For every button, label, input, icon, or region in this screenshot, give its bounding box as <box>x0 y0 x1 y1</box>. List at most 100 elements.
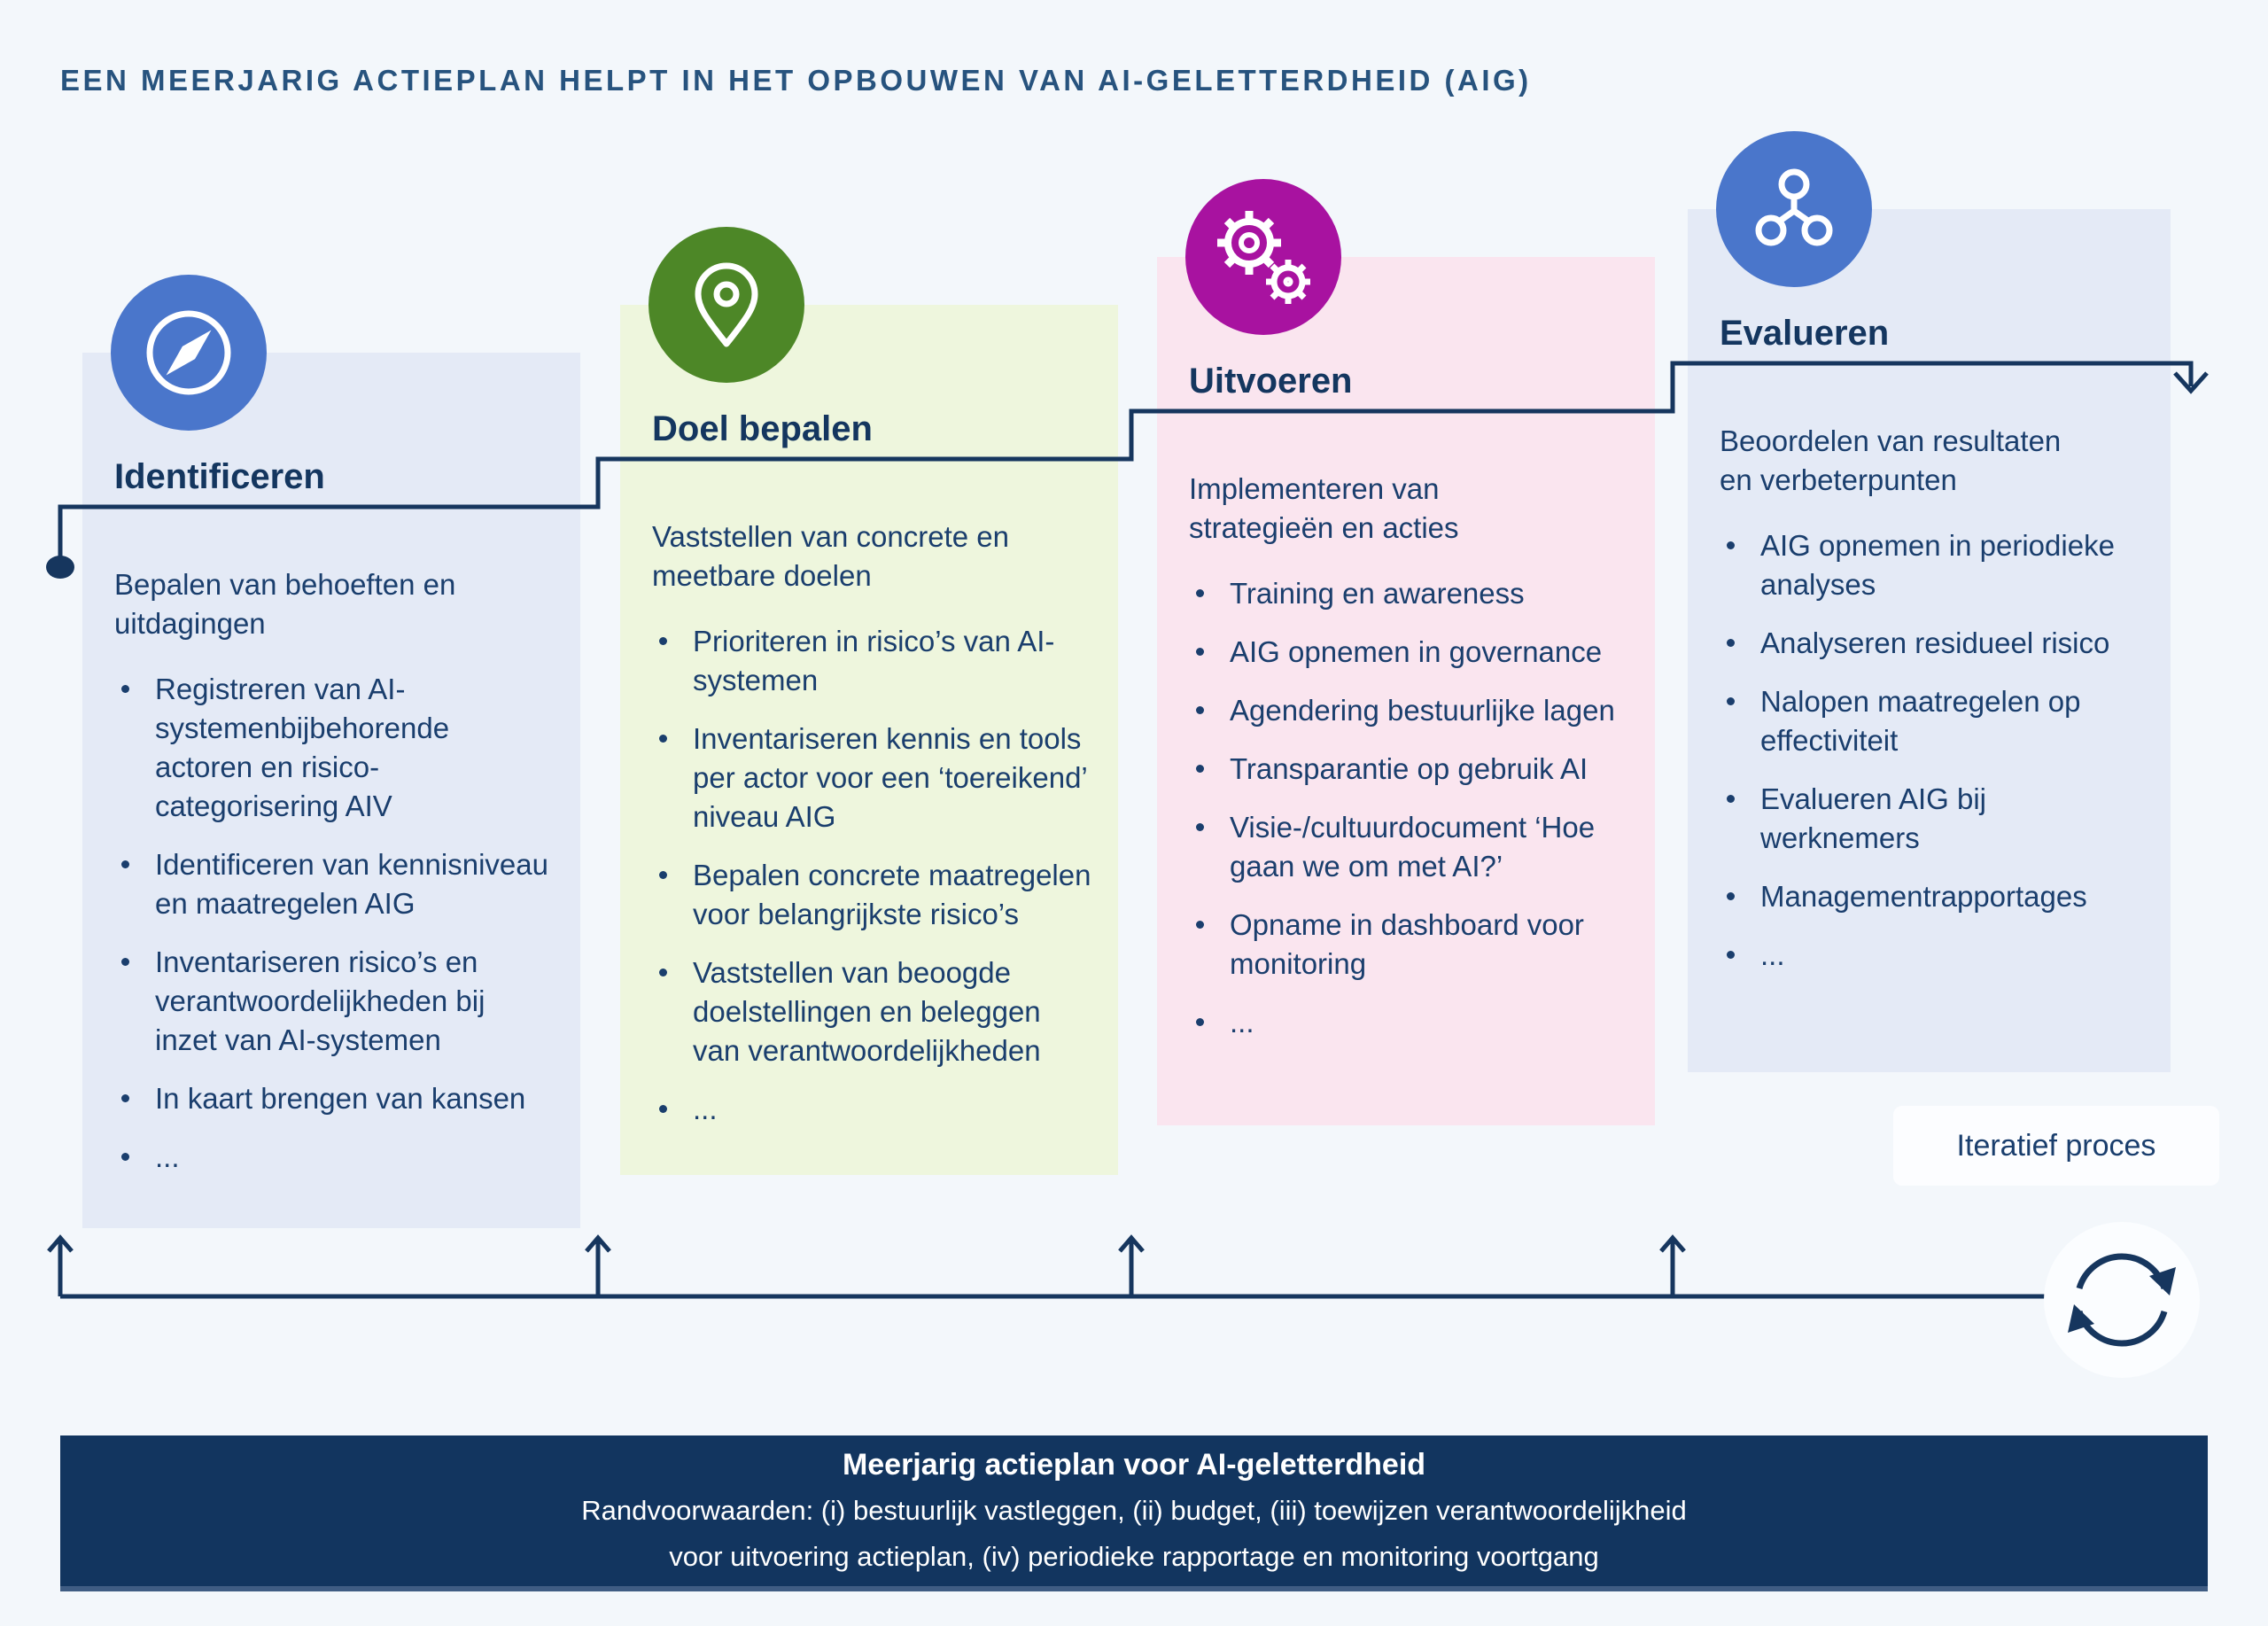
bullet-item: Inventariseren kennis en tools per actor… <box>652 720 1091 836</box>
phase-title: Identificeren <box>114 457 325 496</box>
phase-panel-uitvoeren: Uitvoeren Implementeren van strategieën … <box>1157 179 1655 1125</box>
phase-title: Evalueren <box>1720 314 1890 353</box>
phase-intro: Vaststellen van concrete en meetbare doe… <box>652 520 1009 592</box>
phase-intro: Beoordelen van resultaten en verbeterpun… <box>1720 424 2062 496</box>
bullet-text: Visie-/cultuurdocument ‘Hoe gaan we om m… <box>1230 811 1596 883</box>
phase-icon-circle <box>649 227 804 383</box>
bullet-dot <box>1196 589 1204 597</box>
bullet-dot <box>1196 921 1204 929</box>
bullet-dot <box>121 958 129 966</box>
bullet-text: Agendering bestuurlijke lagen <box>1230 694 1615 727</box>
bullet-text: AIG opnemen in governance <box>1230 635 1603 668</box>
bullet-dot <box>121 860 129 868</box>
bullet-dot <box>659 969 667 976</box>
bullet-item: ... <box>114 1138 554 1177</box>
bullet-text: Inventariseren kennis en tools per actor… <box>693 722 1087 833</box>
phase-bullets: Registreren van AI-systemenbijbehorende … <box>114 670 554 1177</box>
bullet-text: Prioriteren in risico’s van AI-systemen <box>693 625 1055 696</box>
bullet-text: Managementrapportages <box>1760 880 2087 913</box>
phase-panel-evalueren: Evalueren Beoordelen van resultaten en v… <box>1688 131 2171 1072</box>
banner-line-2: Randvoorwaarden: (i) bestuurlijk vastleg… <box>581 1495 1687 1526</box>
bullet-item: Transparantie op gebruik AI <box>1189 750 1628 789</box>
iterative-process-label: Iteratief proces <box>1956 1128 2156 1163</box>
connector-start-dot <box>46 556 74 579</box>
bullet-dot <box>1727 697 1735 705</box>
phase-panel-doel-bepalen: Doel bepalen Vaststellen van concrete en… <box>620 227 1118 1175</box>
bullet-item: Agendering bestuurlijke lagen <box>1189 691 1628 730</box>
bullet-dot <box>121 1153 129 1161</box>
bullet-dot <box>1196 706 1204 714</box>
bullet-dot <box>1727 795 1735 803</box>
bullet-dot <box>121 685 129 693</box>
bullet-item: AIG opnemen in governance <box>1189 633 1628 672</box>
bullet-item: Analyseren residueel risico <box>1720 624 2144 663</box>
bullet-text: Identificeren van kennisniveau en maatre… <box>155 848 548 920</box>
gears-icon <box>1217 211 1310 304</box>
bullet-dot <box>659 1105 667 1113</box>
bullet-item: AIG opnemen in periodieke analyses <box>1720 526 2144 604</box>
bullet-dot <box>659 735 667 743</box>
bullet-text: In kaart brengen van kansen <box>155 1082 526 1115</box>
bullet-dot <box>1727 951 1735 959</box>
bullet-item: In kaart brengen van kansen <box>114 1079 554 1118</box>
bullet-item: ... <box>1189 1003 1628 1042</box>
bullet-text: Transparantie op gebruik AI <box>1230 752 1588 785</box>
bullet-dot <box>1727 892 1735 900</box>
map-pin-icon <box>695 262 758 347</box>
bullet-text: ... <box>1230 1006 1254 1039</box>
phase-intro: Implementeren van strategieën en acties <box>1189 472 1459 544</box>
bullet-item: Prioriteren in risico’s van AI-systemen <box>652 622 1091 700</box>
bullet-item: Training en awareness <box>1189 574 1628 613</box>
iterative-process-label-box: Iteratief proces <box>1893 1106 2219 1186</box>
bullet-text: Vaststellen van beoogde doelstellingen e… <box>693 956 1041 1067</box>
bullet-item: ... <box>652 1090 1091 1129</box>
bullet-text: ... <box>1760 938 1785 971</box>
iterative-cycle-icon <box>2044 1222 2200 1378</box>
bullet-text: Nalopen maatregelen op effectiviteit <box>1760 685 2081 757</box>
bullet-dot <box>1727 541 1735 549</box>
bullet-item: ... <box>1720 936 2144 975</box>
phase-title: Uitvoeren <box>1189 362 1353 401</box>
page-title: EEN MEERJARIG ACTIEPLAN HELPT IN HET OPB… <box>60 64 1532 97</box>
bullet-text: ... <box>693 1093 718 1125</box>
bullet-text: ... <box>155 1140 180 1173</box>
bullet-item: Opname in dashboard voor monitoring <box>1189 906 1628 984</box>
bullet-dot <box>1727 639 1735 647</box>
bullet-dot <box>1196 648 1204 656</box>
bullet-item: Visie-/cultuurdocument ‘Hoe gaan we om m… <box>1189 808 1628 886</box>
phase-title: Doel bepalen <box>652 409 873 448</box>
bullet-dot <box>659 871 667 879</box>
compass-icon <box>146 310 231 395</box>
bullet-item: Inventariseren risico’s en verantwoordel… <box>114 943 554 1060</box>
phase-panel-identificeren: Identificeren Bepalen van behoeften en u… <box>82 275 580 1228</box>
phase-icon-circle <box>1185 179 1341 335</box>
bullet-item: Managementrapportages <box>1720 877 2144 916</box>
up-arrow-4 <box>1659 1234 1686 1296</box>
bullet-text: Bepalen concrete maatregelen voor belang… <box>693 859 1091 930</box>
bullet-item: Evalueren AIG bij werknemers <box>1720 780 2144 858</box>
bottom-banner: Meerjarig actieplan voor AI-geletterdhei… <box>60 1435 2208 1591</box>
banner-line-3: voor uitvoering actieplan, (iv) periodie… <box>669 1541 1599 1572</box>
bullet-text: Analyseren residueel risico <box>1760 626 2110 659</box>
up-arrow-2 <box>585 1234 611 1296</box>
bullet-dot <box>121 1094 129 1102</box>
bullet-dot <box>1196 823 1204 831</box>
bullet-text: Training en awareness <box>1230 577 1525 610</box>
bullet-item: Identificeren van kennisniveau en maatre… <box>114 845 554 923</box>
network-icon <box>1755 168 1833 246</box>
bullet-text: Inventariseren risico’s en verantwoordel… <box>155 945 485 1056</box>
bullet-dot <box>1196 1018 1204 1026</box>
bullet-dot <box>659 637 667 645</box>
banner-title: Meerjarig actieplan voor AI-geletterdhei… <box>842 1448 1426 1482</box>
phase-icon-circle <box>111 275 267 431</box>
bullet-item: Registreren van AI-systemenbijbehorende … <box>114 670 554 826</box>
bullet-item: Vaststellen van beoogde doelstellingen e… <box>652 953 1091 1070</box>
bullet-item: Bepalen concrete maatregelen voor belang… <box>652 856 1091 934</box>
bullet-text: AIG opnemen in periodieke analyses <box>1760 529 2115 601</box>
up-arrow-3 <box>1118 1234 1145 1296</box>
bullet-text: Registreren van AI-systemenbijbehorende … <box>155 673 450 822</box>
